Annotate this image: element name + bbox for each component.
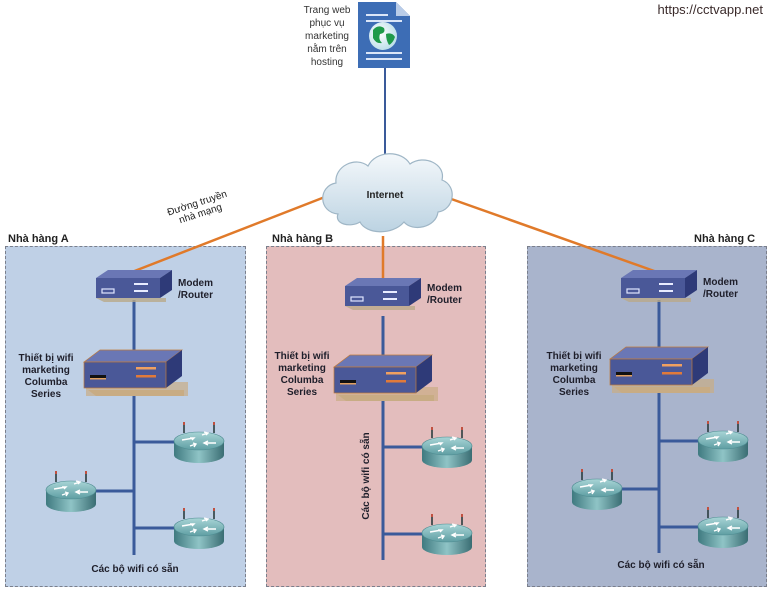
zone-a-network [45,269,225,555]
device-label-line: Columba [552,375,596,386]
device-label-b: Thiết bị wifi marketing Columba Series [270,351,334,399]
modem-label-c: Modem /Router [703,277,738,301]
internet-label: Internet [366,190,404,201]
wifi-ap-b-2 [421,513,473,556]
modem-label-line: Modem [178,278,213,289]
aps-label-c: Các bộ wifi có sẵn [617,560,705,571]
device-label-line: Series [286,387,318,398]
website-label-line: Trang web [303,5,351,16]
modem-label-line: /Router [427,295,462,306]
website-label-line: marketing [305,31,349,42]
zone-c-title: Nhà hàng C [694,233,756,245]
zone-b-network [333,277,473,560]
columba-device-a [83,349,189,397]
wifi-ap-a-1 [173,421,225,464]
device-label-line: Thiết bị wifi [546,351,602,362]
watermark-url: https://cctvapp.net [657,2,763,17]
modem-router-b [344,277,422,311]
cloud-icon [322,153,453,233]
modem-label-line: /Router [178,290,213,301]
columba-device-b [333,354,439,402]
website-label: Trang web phục vụ marketing nằm trên hos… [296,4,358,69]
wifi-ap-c-3 [697,506,749,549]
zone-c-network [571,269,749,553]
aps-label-a: Các bộ wifi có sẵn [91,564,179,575]
modem-label-b: Modem /Router [427,283,462,307]
modem-label-a: Modem /Router [178,278,213,302]
device-label-line: Thiết bị wifi [18,353,74,364]
modem-label-line: Modem [703,277,738,288]
device-label-line: Series [558,387,590,398]
zone-b-title: Nhà hàng B [272,233,334,245]
website-label-line: phục vụ [309,18,345,29]
modem-router-a [95,269,173,303]
website-label-line: nằm trên [307,44,347,55]
wifi-ap-b-1 [421,426,473,469]
device-label-line: marketing [550,363,598,374]
modem-label-line: Modem [427,283,462,294]
wifi-ap-a-2 [45,470,97,513]
wifi-ap-c-2 [571,468,623,511]
zone-a-title: Nhà hàng A [8,233,69,245]
modem-router-c [620,269,698,303]
link-internet-zone-a [131,193,331,274]
device-label-line: Series [30,389,62,400]
wifi-ap-c-1 [697,420,749,463]
device-label-line: marketing [278,363,326,374]
device-label-line: Columba [280,375,324,386]
device-label-line: marketing [22,365,70,376]
link-internet-zone-c [439,193,658,274]
web-document-globe-icon [358,2,410,68]
device-label-a: Thiết bị wifi marketing Columba Series [14,353,78,401]
aps-label-b: Các bộ wifi có sẵn [361,432,372,520]
website-label-line: hosting [310,57,344,68]
device-label-line: Columba [24,377,68,388]
device-label-c: Thiết bị wifi marketing Columba Series [542,351,606,399]
wifi-ap-a-3 [173,507,225,550]
device-label-line: Thiết bị wifi [274,351,330,362]
wan-links [131,67,658,290]
columba-device-c [609,346,715,394]
modem-label-line: /Router [703,289,738,300]
